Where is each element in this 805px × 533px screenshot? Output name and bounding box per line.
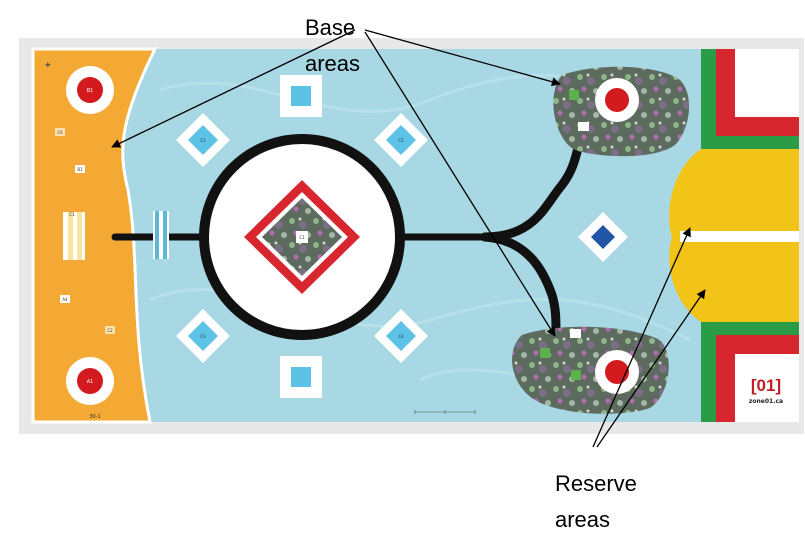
base-areas-label-line2: areas	[305, 51, 360, 76]
base-area-top	[553, 66, 690, 157]
square-top	[280, 75, 322, 117]
logo-text: zone01.ca	[749, 398, 783, 405]
scale-bar	[414, 410, 476, 414]
center-diamond: C1	[244, 180, 360, 294]
arrow-base-top-right	[364, 29, 561, 87]
left-start-zone	[31, 47, 158, 424]
left-zone-markers: C6 B1 A4 C2 30-1 ✦	[44, 60, 115, 420]
logo: [01] zone01.ca	[749, 376, 783, 405]
arrow-reserve-bottom	[596, 289, 706, 448]
center-label: C1	[299, 235, 305, 240]
marker-b1: B1	[77, 167, 83, 172]
left-bottom-target: A1	[66, 357, 114, 405]
marker-c2: C2	[107, 328, 113, 333]
compass-icon: ✦	[44, 60, 52, 70]
diamond-label-1: C1	[200, 138, 206, 143]
blue-markers: C1 C2 C3 C4	[176, 75, 628, 398]
left-top-target: B1	[66, 66, 114, 114]
arrow-reserve-top	[592, 227, 691, 448]
left-bottom-target-label: A1	[87, 379, 94, 385]
marker-a4: A4	[62, 297, 68, 302]
arrow-base-bottom-right	[364, 31, 556, 337]
diamond-label-3: C3	[200, 334, 206, 339]
arrow-base-left	[111, 29, 356, 148]
left-top-target-label: B1	[87, 88, 94, 94]
diamond-bottom-right: C4	[374, 309, 428, 363]
reserve-areas-label-line2: areas	[555, 507, 610, 532]
reserve-areas-label-line1: Reserve	[555, 471, 637, 496]
left-footer-label: 30-1	[89, 414, 100, 420]
diamond-top-left: C1	[176, 113, 230, 167]
left-gate: C1	[63, 212, 85, 260]
track	[111, 143, 583, 338]
annotation-arrows	[111, 29, 706, 448]
right-bottom-corner	[701, 322, 799, 422]
square-bottom	[280, 356, 322, 398]
diamond-label-4: C4	[398, 334, 404, 339]
dark-blue-diamond	[578, 212, 628, 262]
diamond-label-2: C2	[398, 138, 404, 143]
logo-brand: [01]	[751, 376, 781, 395]
marker-c6: C6	[57, 130, 63, 135]
left-gate-label: C1	[69, 212, 75, 217]
diamond-top-right: C2	[374, 113, 428, 167]
base-areas-label-line1: Base	[305, 15, 355, 40]
diamond-bottom-left: C3	[176, 309, 230, 363]
track-gate	[153, 211, 169, 259]
reserve-zone	[669, 149, 799, 322]
right-top-corner	[701, 49, 799, 149]
